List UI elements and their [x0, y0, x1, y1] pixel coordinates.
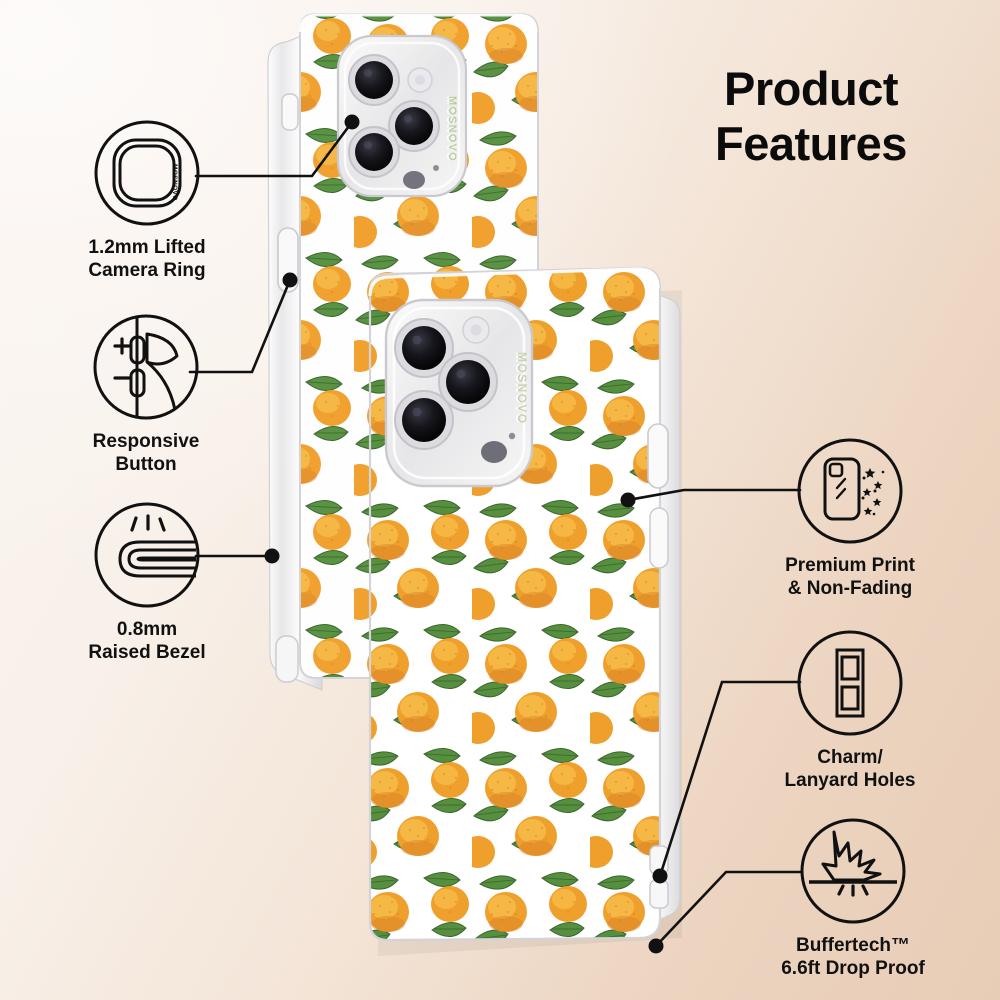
sparkles — [861, 468, 885, 516]
lanyard-hole-front-upper — [649, 845, 669, 875]
power-button-front — [649, 507, 669, 569]
brand-label-front: MOSNOVO — [513, 352, 527, 424]
volume-button-front — [647, 423, 669, 489]
mute-switch-back — [281, 93, 299, 131]
impact-burst-icon — [742, 816, 964, 926]
lanyard-hole-back — [275, 635, 299, 683]
back-phone-case: MOSNOVO MOSNOVO — [267, 13, 539, 691]
feature-caption: Responsive Button — [92, 431, 200, 475]
feature-lanyard-holes: Charm/ Lanyard Holes — [742, 628, 958, 793]
page-title-line1: Product — [723, 62, 899, 115]
lanyard-holes-icon — [742, 628, 958, 738]
raised-bezel-icon — [42, 500, 252, 610]
svg-text:MOSNOVO: MOSNOVO — [171, 164, 178, 201]
front-phone-case: MOSNOVO MOSNOVO — [368, 266, 682, 956]
svg-text:MOSNOVO: MOSNOVO — [515, 352, 529, 424]
page-title-line2: Features — [715, 116, 907, 170]
feature-responsive-button: Responsive Button — [46, 312, 246, 477]
feature-premium-print: Premium Print & Non-Fading — [742, 436, 958, 601]
feature-caption: Buffertech™ 6.6ft Drop Proof — [781, 935, 925, 979]
feature-caption: Premium Print & Non-Fading — [785, 555, 915, 599]
page-title: Product Features — [636, 62, 986, 171]
camera-ring-icon: MOSNOVO — [42, 118, 252, 228]
volume-button-back — [277, 227, 299, 293]
feature-raised-bezel: 0.8mm Raised Bezel — [42, 500, 252, 665]
svg-text:MOSNOVO: MOSNOVO — [446, 96, 458, 162]
volume-button-press-icon — [46, 312, 246, 422]
printed-case-sparkle-icon — [742, 436, 958, 546]
feature-caption: 0.8mm Raised Bezel — [88, 619, 206, 663]
feature-caption: Charm/ Lanyard Holes — [784, 747, 916, 791]
lanyard-hole-front-lower — [649, 879, 669, 909]
brand-label-back: MOSNOVO — [444, 96, 456, 162]
camera-module-front — [384, 298, 534, 488]
camera-module-back — [336, 34, 468, 198]
feature-caption: 1.2mm Lifted Camera Ring — [88, 237, 206, 281]
leader-endpoints — [264, 114, 668, 954]
feature-drop-proof: Buffertech™ 6.6ft Drop Proof — [742, 816, 964, 981]
feature-lifted-camera-ring: MOSNOVO 1.2mm Lifted Camera Ring — [42, 118, 252, 283]
